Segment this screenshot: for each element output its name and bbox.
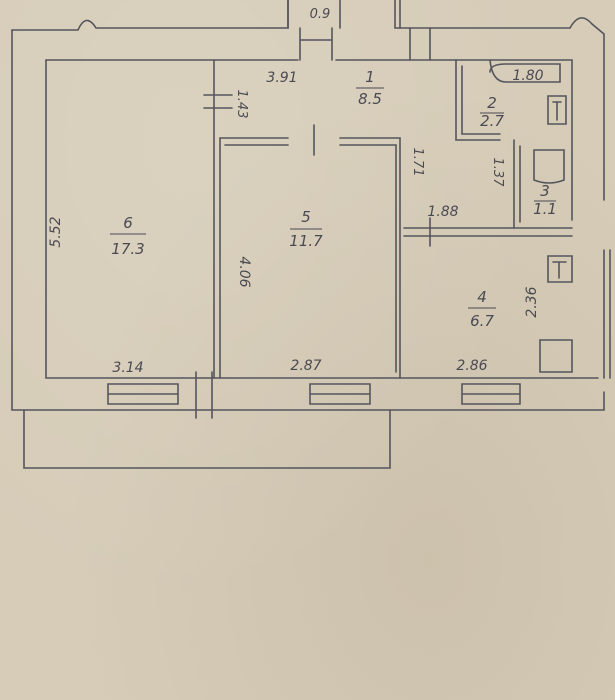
room-5-area: 11.7 [289, 232, 323, 250]
room-2-area: 2.7 [480, 112, 504, 130]
room-5-number: 5 [301, 208, 311, 226]
room-2-number: 2 [487, 94, 497, 112]
kitchen-top-wall [403, 227, 573, 237]
room-1-area: 8.5 [358, 90, 382, 108]
kitchen-sink [547, 255, 573, 283]
dim-room5-width: 2.87 [290, 358, 321, 374]
room-3-number: 3 [540, 182, 550, 200]
wc-walls [513, 139, 521, 229]
vent-shaft [399, 0, 431, 61]
window-room5 [309, 383, 371, 405]
room5-inner-walls [224, 144, 397, 373]
dim-room6-height: 5.52 [48, 216, 64, 247]
dim-hall-partition: 1.43 [234, 90, 249, 119]
room-3-area: 1.1 [533, 200, 557, 218]
dim-top-stair: 0.9 [310, 7, 331, 22]
room-4-area: 6.7 [470, 312, 494, 330]
toilet [533, 149, 565, 184]
room-6-area: 17.3 [111, 240, 144, 258]
dim-kitchen-top: 1.88 [427, 204, 458, 220]
bathroom-walls [455, 59, 501, 141]
inner-wall-left-bottom [45, 59, 599, 379]
dim-wc-height: 1.37 [490, 158, 505, 188]
stair-walls [287, 0, 341, 29]
balcony [23, 409, 391, 469]
stove [539, 339, 573, 373]
dim-hall-right: 1.71 [410, 148, 425, 177]
bathtub [489, 59, 561, 83]
room5-walls [219, 137, 401, 379]
dim-kitchen-height: 2.36 [524, 286, 540, 317]
dim-bath-width: 1.80 [512, 68, 543, 84]
balcony-door [195, 371, 213, 419]
outer-wall-top [11, 0, 605, 201]
window-kitchen [461, 383, 521, 405]
dim-room5-height: 4.06 [236, 256, 252, 287]
dim-kitchen-width: 2.86 [456, 358, 487, 374]
dim-room6-width: 3.14 [112, 360, 143, 376]
window-room6 [107, 383, 179, 405]
dim-hall-length: 3.91 [266, 70, 297, 86]
door-room6 [203, 94, 233, 109]
entrance-door [299, 27, 333, 61]
inner-wall-top [45, 59, 573, 221]
room-6-number: 6 [123, 214, 133, 232]
sink [547, 95, 567, 125]
neighbour-wall [603, 249, 611, 379]
outer-wall-outline [11, 29, 605, 411]
room-4-number: 4 [477, 288, 487, 306]
room-1-number: 1 [365, 68, 375, 86]
